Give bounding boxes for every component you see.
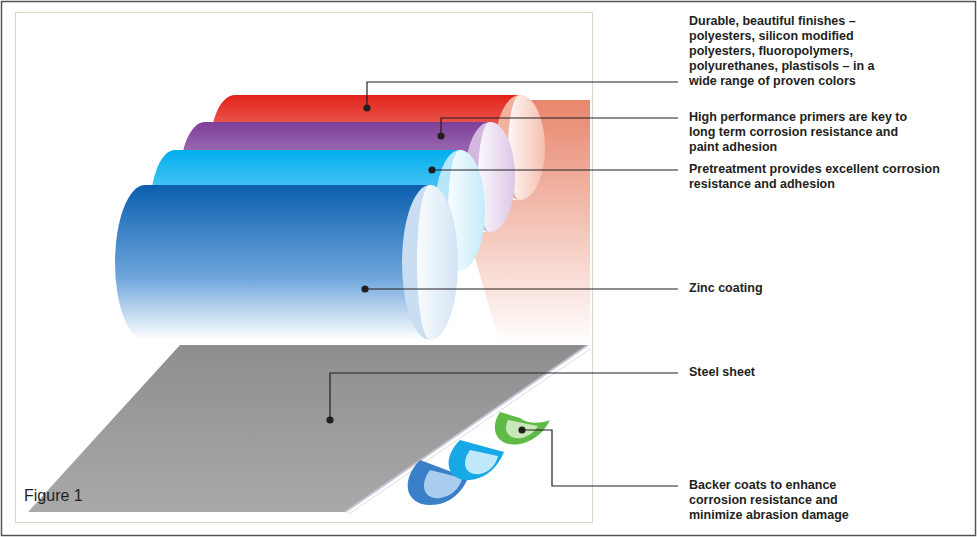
sheet-edge [349,349,590,514]
callout-label: Steel sheet [689,365,959,380]
zinc-layer [115,185,430,340]
figure-label: Figure 1 [24,488,144,503]
leader-dot [326,416,333,423]
leader-dot [363,104,370,111]
leader-line [330,373,678,420]
callout-label: High performance primers are key to long… [689,110,909,155]
callout-label: Backer coats to enhance corrosion resist… [689,478,869,523]
leader-line [367,82,678,108]
leader-line [365,288,678,289]
sheet-edge [345,345,588,512]
backer-curl [449,440,504,480]
figure-frame [16,13,593,523]
leader-dot [428,166,435,173]
steel-sheet [28,345,588,512]
backer-curl [465,450,498,474]
callout-label: Pretreatment provides excellent corrosio… [689,162,964,192]
leader-lines [330,82,678,486]
leader-dot [518,426,525,433]
leader-dots [326,104,525,433]
zinc-curl [417,185,458,340]
leader-dot [361,285,368,292]
callout-label: Durable, beautiful finishes – polyesters… [689,14,904,89]
leader-dot [437,132,444,139]
backer-curl [495,412,550,445]
callout-label: Zinc coating [689,281,959,296]
backer-curl [506,420,538,438]
leader-line [522,430,678,486]
zinc-curl [402,185,458,340]
leader-line [441,118,678,136]
leader-line [432,169,678,170]
